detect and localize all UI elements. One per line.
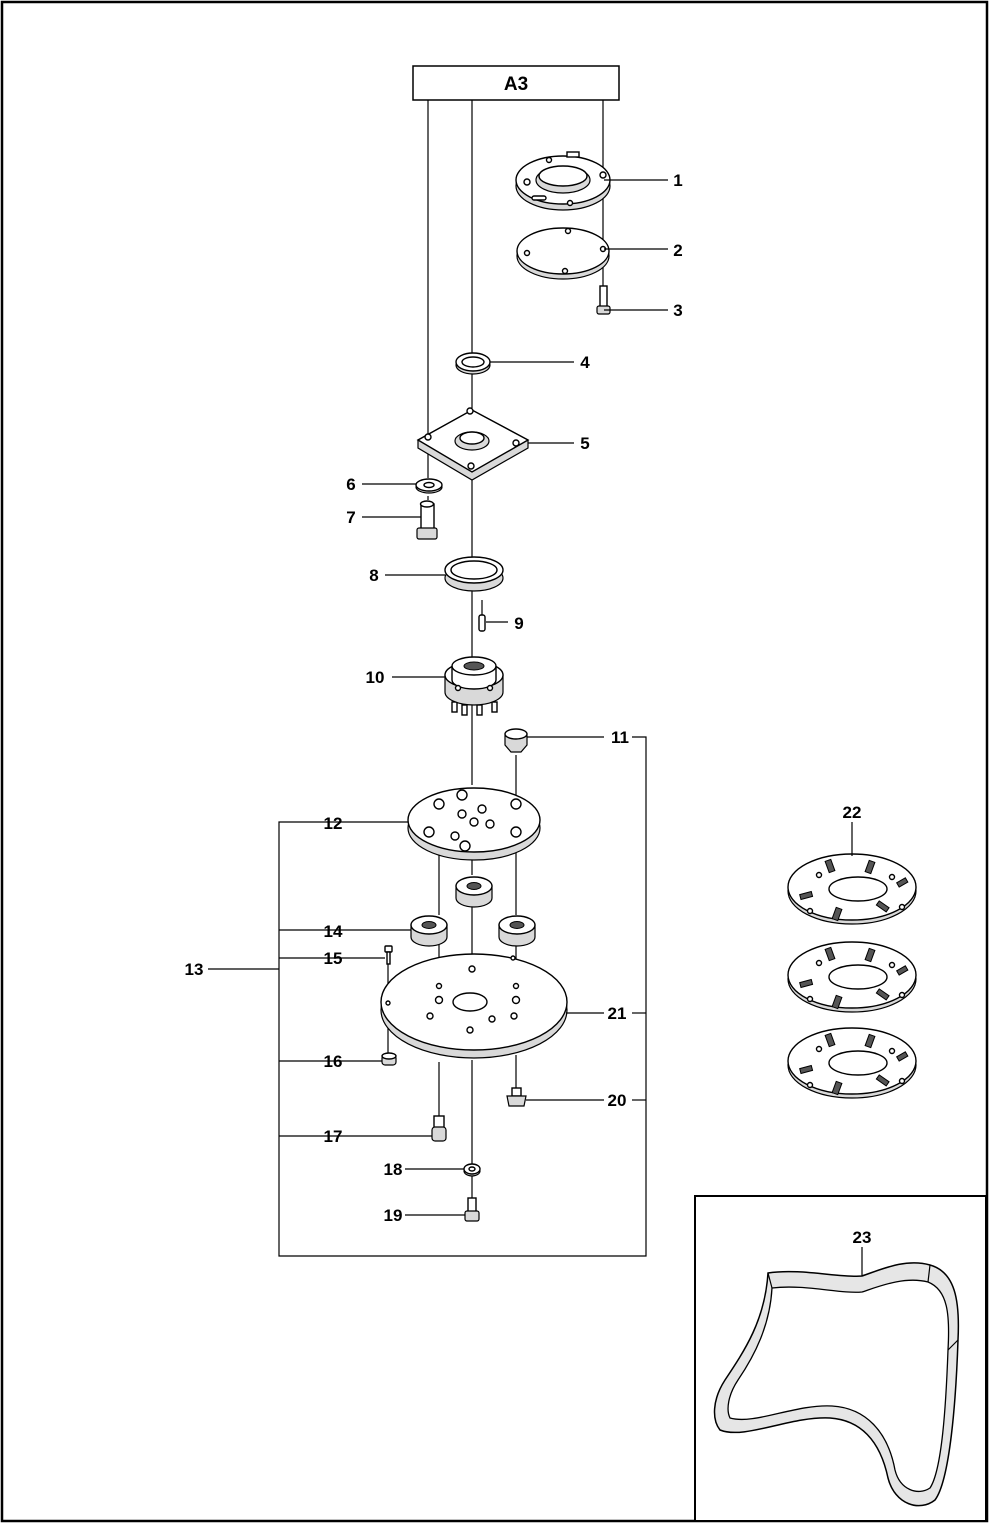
assembly-header: A3	[412, 65, 620, 101]
part-11-cap	[504, 728, 528, 753]
callout-20: 20	[608, 1091, 627, 1110]
part-10-drive-hub	[444, 656, 504, 716]
part-1-bearing-flange	[515, 151, 611, 211]
part-18-washer	[463, 1163, 481, 1177]
callout-9: 9	[514, 614, 523, 633]
center-spacer	[455, 876, 493, 908]
part-4-seal-ring	[455, 352, 491, 375]
part-19-screw	[464, 1197, 480, 1222]
callout-8: 8	[369, 566, 378, 585]
callout-17: 17	[324, 1127, 343, 1146]
callout-1: 1	[673, 171, 682, 190]
part-2-cover-disc	[516, 227, 610, 280]
part-21-main-plate	[380, 953, 568, 1059]
leader-lines	[345, 179, 668, 1216]
part-17-bolt	[431, 1115, 447, 1142]
callout-23: 23	[853, 1228, 872, 1247]
part-9-pin	[478, 614, 486, 632]
callout-2: 2	[673, 241, 682, 260]
part-6-washer	[415, 478, 443, 494]
callout-14: 14	[324, 922, 343, 941]
callout-16: 16	[324, 1052, 343, 1071]
assembly-header-label: A3	[504, 74, 528, 95]
grinding-disc-top	[787, 853, 917, 925]
kit-brackets	[208, 736, 647, 1257]
callout-labels: 1 2 3 4 5 6 7 8 9 10 11 12 13 14 15 16 1…	[185, 171, 872, 1247]
part-3-screw	[596, 285, 611, 315]
inset-box-belt	[694, 1195, 987, 1522]
part-14-spacers	[410, 915, 536, 947]
callout-12: 12	[324, 814, 343, 833]
part-8-bearing-ring	[444, 556, 504, 592]
callout-13: 13	[185, 960, 204, 979]
grinding-disc-middle	[787, 941, 917, 1013]
callout-6: 6	[346, 475, 355, 494]
callout-10: 10	[366, 668, 385, 687]
callout-18: 18	[384, 1160, 403, 1179]
part-12-upper-plate	[407, 787, 541, 861]
part-23-drive-belt	[713, 1262, 960, 1507]
part-7-bolt	[416, 500, 438, 540]
callout-15: 15	[324, 949, 343, 968]
part-15-small-screw	[384, 945, 393, 965]
callout-22: 22	[843, 803, 862, 822]
part-16-nut	[381, 1052, 397, 1066]
callout-3: 3	[673, 301, 682, 320]
part-22-grinding-discs	[787, 822, 917, 1099]
grinding-disc-bottom	[787, 1027, 917, 1099]
callout-7: 7	[346, 508, 355, 527]
callout-5: 5	[580, 434, 589, 453]
part-5-square-flange	[416, 407, 530, 481]
callout-4: 4	[580, 353, 590, 372]
callout-11: 11	[611, 728, 629, 747]
callout-19: 19	[384, 1206, 403, 1225]
callout-21: 21	[608, 1004, 627, 1023]
part-20-screw	[506, 1087, 527, 1107]
